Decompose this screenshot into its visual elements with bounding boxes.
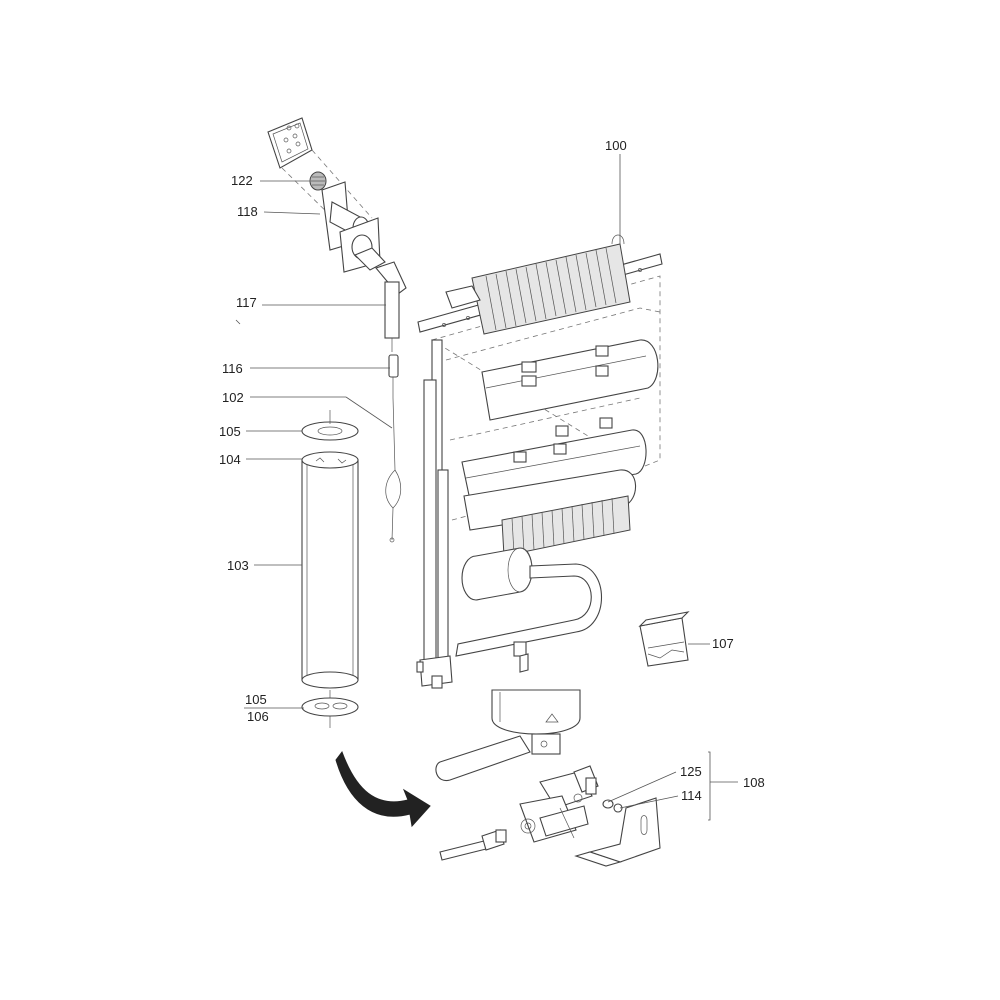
part-107-cover <box>638 611 690 667</box>
label-103: 103 <box>227 558 249 573</box>
label-117: 117 <box>236 295 257 310</box>
part-102-hanger-wire <box>385 397 402 543</box>
label-125: 125 <box>680 764 702 779</box>
label-118: 118 <box>237 204 258 219</box>
label-105-bottom: 105 <box>245 692 267 707</box>
condenser-fins <box>485 247 617 331</box>
label-105-top: 105 <box>219 424 241 439</box>
label-108: 108 <box>743 775 765 790</box>
label-100: 100 <box>605 138 627 153</box>
label-107: 107 <box>712 636 734 651</box>
part-100-cooling-unit <box>416 234 663 689</box>
label-106: 106 <box>247 709 269 724</box>
part-labels: 100 122 118 117 116 102 105 104 103 105 … <box>219 138 765 803</box>
label-102: 102 <box>222 390 244 405</box>
label-104: 104 <box>219 452 241 467</box>
part-105-top-ring <box>301 410 359 441</box>
part-117-flue-pipe <box>375 261 407 352</box>
part-103-flue-cylinder <box>301 451 359 689</box>
part-105-106-bottom-disc <box>301 690 359 728</box>
leader-lines <box>235 154 738 821</box>
part-108-burner-assembly <box>439 765 661 867</box>
part-122-mesh-disc <box>309 171 327 191</box>
label-114: 114 <box>681 788 702 803</box>
burner-housing <box>435 689 581 782</box>
part-116-fitting <box>388 354 399 398</box>
curved-arrow-icon <box>335 750 431 828</box>
part-118-flue-tube <box>321 181 386 273</box>
label-122: 122 <box>231 173 253 188</box>
label-116: 116 <box>222 361 243 376</box>
